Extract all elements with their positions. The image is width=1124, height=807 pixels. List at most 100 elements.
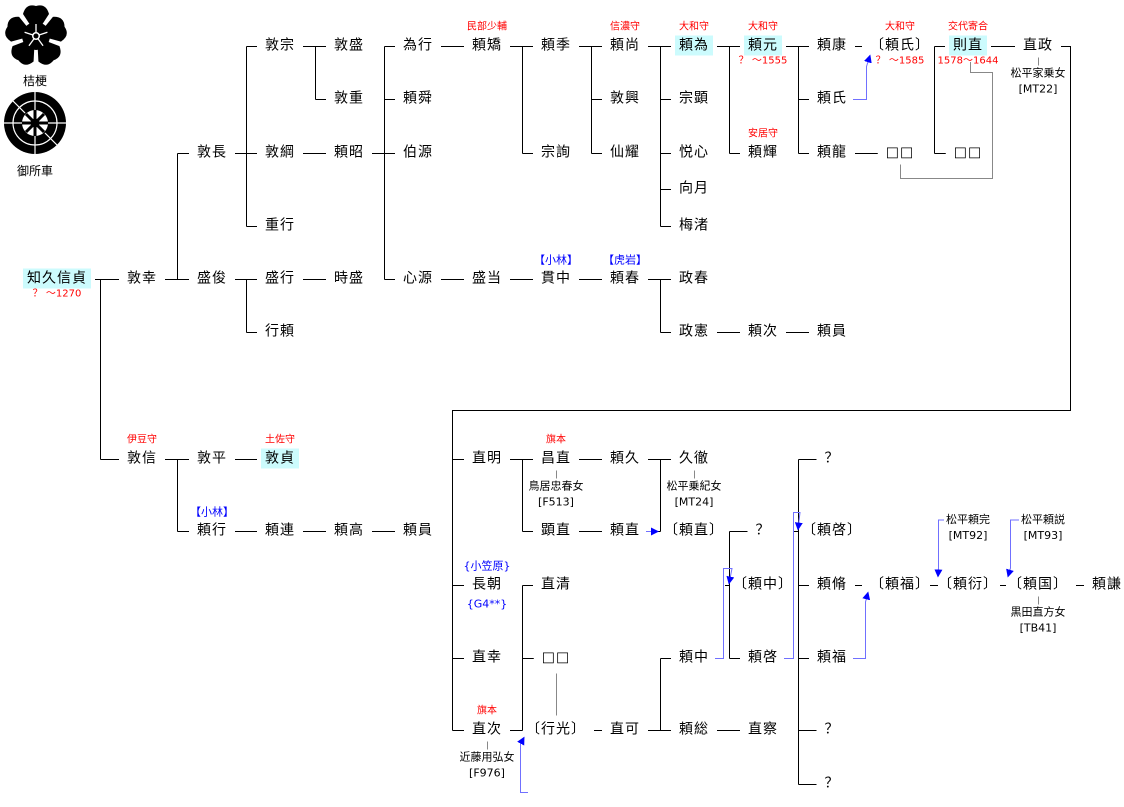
person-node[interactable]: ？ (821, 448, 844, 469)
person-name[interactable]: 敦幸 (127, 270, 157, 287)
person-name[interactable]: 為行 (403, 37, 433, 54)
person-name[interactable]: 敦宗 (265, 37, 295, 54)
person-node[interactable]: 盛当 (468, 268, 506, 289)
person-name[interactable]: □□ (953, 144, 983, 161)
person-name[interactable]: 敦盛 (334, 37, 364, 54)
person-name[interactable]: ？ (824, 721, 840, 738)
person-name[interactable]: 頼員 (403, 522, 433, 539)
person-node[interactable]: 久徹松平乗紀女[MT24] (667, 448, 722, 509)
person-node[interactable]: 直可 (606, 719, 644, 740)
person-name[interactable]: 直幸 (472, 649, 502, 666)
person-node[interactable]: ？ (821, 773, 844, 794)
person-name[interactable]: 重行 (265, 217, 295, 234)
person-node[interactable]: 頼高 (330, 520, 368, 541)
person-node[interactable]: 頼季 (537, 35, 575, 56)
person-name[interactable]: 久徹 (679, 450, 709, 467)
person-node[interactable]: 貫中【小林】 (534, 254, 578, 289)
person-node[interactable]: 仙耀 (606, 142, 644, 163)
person-node[interactable]: 頼啓 (744, 647, 782, 668)
person-node[interactable]: 〔頼衍〕 (934, 574, 1002, 595)
person-name[interactable]: 直次 (472, 721, 502, 738)
person-node[interactable]: 重行 (261, 215, 299, 236)
person-name[interactable]: 悦心 (679, 144, 709, 161)
person-name[interactable]: 頼康 (817, 37, 847, 54)
person-name[interactable]: 頼行 (197, 522, 227, 539)
person-node[interactable]: 直政松平家乗女[MT22] (1011, 35, 1066, 96)
person-name[interactable]: 頼輝 (748, 144, 778, 161)
person-name[interactable]: 敦平 (197, 450, 227, 467)
person-name[interactable]: 仙耀 (610, 144, 640, 161)
person-name[interactable]: 敦興 (610, 90, 640, 107)
person-node[interactable]: 頼直 (606, 520, 644, 541)
person-node[interactable]: 〔頼直〕 (660, 520, 728, 541)
person-name[interactable]: 頼氏 (817, 90, 847, 107)
person-name[interactable]: 直政 (1023, 37, 1053, 54)
person-node[interactable]: 直明 (468, 448, 506, 469)
person-name[interactable]: 〔頼衍〕 (938, 576, 998, 593)
person-name[interactable]: ？ (824, 775, 840, 792)
person-node[interactable]: 知久信貞？ ～1270 (23, 268, 91, 300)
person-name[interactable]: 盛行 (265, 270, 295, 287)
person-name[interactable]: 宗詢 (541, 144, 571, 161)
person-name[interactable]: 頼昭 (334, 144, 364, 161)
person-node[interactable]: ？ (752, 520, 775, 541)
person-node[interactable]: 頼員 (399, 520, 437, 541)
person-node[interactable]: 頼中 (675, 647, 713, 668)
person-node[interactable]: 直幸 (468, 647, 506, 668)
person-node[interactable]: 頼連 (261, 520, 299, 541)
person-node[interactable]: 心源 (399, 268, 437, 289)
person-name[interactable]: 伯源 (403, 144, 433, 161)
person-node[interactable]: 頼為大和守 (675, 22, 713, 56)
person-node[interactable]: 敦平 (193, 448, 231, 469)
person-name[interactable]: 頼春 (610, 270, 640, 287)
person-name[interactable]: 政憲 (679, 323, 709, 340)
person-name[interactable]: 〔頼直〕 (664, 522, 724, 539)
person-name[interactable]: 〔行光〕 (526, 721, 586, 738)
person-node[interactable]: 敦信伊豆守 (123, 435, 161, 469)
person-node[interactable]: 頼尚信濃守 (606, 22, 644, 56)
person-name[interactable]: 昌直 (541, 450, 571, 467)
person-node[interactable]: 頼行【小林】 (190, 506, 234, 541)
person-name[interactable]: 頼中 (679, 649, 709, 666)
person-node[interactable]: 直清 (537, 574, 575, 595)
person-name[interactable]: 頼員 (817, 323, 847, 340)
person-name[interactable]: 頼季 (541, 37, 571, 54)
person-name[interactable]: 時盛 (334, 270, 364, 287)
person-node[interactable]: 敦長 (193, 142, 231, 163)
person-node[interactable]: 盛俊 (193, 268, 231, 289)
person-node[interactable]: □□ (950, 142, 986, 163)
person-name[interactable]: 頼連 (265, 522, 295, 539)
person-name[interactable]: 敦重 (334, 90, 364, 107)
person-node[interactable]: 〔行光〕 (522, 719, 590, 740)
person-name[interactable]: 頼福 (817, 649, 847, 666)
person-name[interactable]: 頼次 (748, 323, 778, 340)
person-name[interactable]: ？ (755, 522, 771, 539)
person-node[interactable]: 頼福 (813, 647, 851, 668)
person-node[interactable]: 頼氏 (813, 88, 851, 109)
person-node[interactable]: 長朝{小笠原}{G4**} (464, 560, 511, 611)
person-node[interactable]: 頼矯民部少輔 (467, 22, 507, 56)
person-node[interactable]: 時盛 (330, 268, 368, 289)
person-name[interactable]: 頼謙 (1092, 576, 1122, 593)
person-name[interactable]: 頼総 (679, 721, 709, 738)
person-name[interactable]: 梅渚 (679, 217, 709, 234)
person-name[interactable]: 頼高 (334, 522, 364, 539)
person-node[interactable]: 〔頼氏〕大和守？ ～1585 (866, 22, 934, 67)
person-node[interactable]: 宗詢 (537, 142, 575, 163)
person-name[interactable]: 向月 (679, 180, 709, 197)
person-name[interactable]: 頼啓 (748, 649, 778, 666)
person-node[interactable]: 敦興 (606, 88, 644, 109)
person-name[interactable]: 敦信 (127, 450, 157, 467)
person-node[interactable]: 悦心 (675, 142, 713, 163)
person-node[interactable]: 〔頼国〕黒田直方女[TB41] (1004, 574, 1072, 635)
person-name[interactable]: 盛俊 (197, 270, 227, 287)
person-name[interactable]: 〔頼啓〕 (802, 522, 862, 539)
person-name[interactable]: 敦長 (197, 144, 227, 161)
person-name[interactable]: □□ (541, 649, 571, 666)
person-name[interactable]: 〔頼福〕 (870, 576, 930, 593)
person-node[interactable]: 敦綱 (261, 142, 299, 163)
person-name[interactable]: 直可 (610, 721, 640, 738)
person-name[interactable]: 頼龍 (817, 144, 847, 161)
person-name[interactable]: 盛当 (472, 270, 502, 287)
person-node[interactable]: 伯源 (399, 142, 437, 163)
